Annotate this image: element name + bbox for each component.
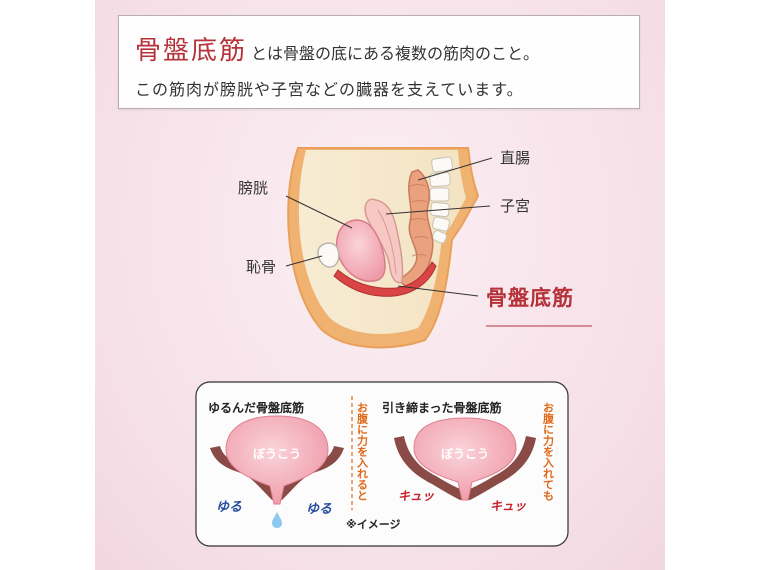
uterus	[364, 198, 404, 284]
tight-bladder-label: ぼうこう	[441, 447, 489, 461]
water-drop-icon	[272, 512, 282, 528]
sacrum	[429, 156, 453, 244]
relaxed-right-word: ゆる	[306, 502, 332, 517]
intro-line-1: 骨盤底筋とは骨盤の底にある複数の筋肉のこと。	[135, 30, 539, 67]
relaxed-left-word: ゆる	[216, 500, 242, 515]
label-pubis: 恥骨	[246, 258, 276, 276]
tight-right-word: キュッ	[490, 499, 527, 513]
tight-side-note: お腹に力を入れても	[542, 402, 555, 502]
relaxed-title: ゆるんだ骨盤底筋	[208, 400, 304, 415]
label-bladder: 膀胱	[238, 179, 268, 197]
relaxed-bladder-label: ぼうこう	[253, 447, 301, 461]
tight-panel: 引き締まった骨盤底筋 ぼうこう キュッ キュッ お腹に力を入れても	[382, 400, 555, 513]
anatomy-illustration: 直腸 子宮 膀胱 恥骨 骨盤底筋	[238, 147, 592, 349]
intro-term: 骨盤底筋	[135, 36, 248, 66]
comparison-box: ゆるんだ骨盤底筋 ぼうこう ゆる ゆる お腹に力を入れると 引き締まった骨盤底筋…	[195, 381, 569, 547]
relaxed-panel: ゆるんだ骨盤底筋 ぼうこう ゆる ゆる	[208, 400, 344, 528]
tight-bladder	[413, 417, 517, 501]
pubic-bone	[317, 242, 340, 268]
middle-note: お腹に力を入れると	[356, 402, 369, 501]
label-pelvic-floor: 骨盤底筋	[486, 286, 574, 310]
tight-title: 引き締まった骨盤底筋	[382, 400, 502, 415]
tight-left-word: キュッ	[398, 489, 435, 503]
tight-muscle	[394, 436, 536, 500]
intro-line-2: この筋肉が膀胱や子宮などの臓器を支えています。	[135, 80, 524, 99]
relaxed-bladder	[225, 415, 329, 505]
intro-line-1-rest: とは骨盤の底にある複数の筋肉のこと。	[251, 44, 540, 63]
intro-box: 骨盤底筋とは骨盤の底にある複数の筋肉のこと。 この筋肉が膀胱や子宮などの臓器を支…	[118, 15, 640, 109]
label-uterus: 子宮	[500, 197, 530, 215]
label-rectum: 直腸	[500, 149, 530, 167]
image-caption: ※イメージ	[346, 518, 400, 531]
